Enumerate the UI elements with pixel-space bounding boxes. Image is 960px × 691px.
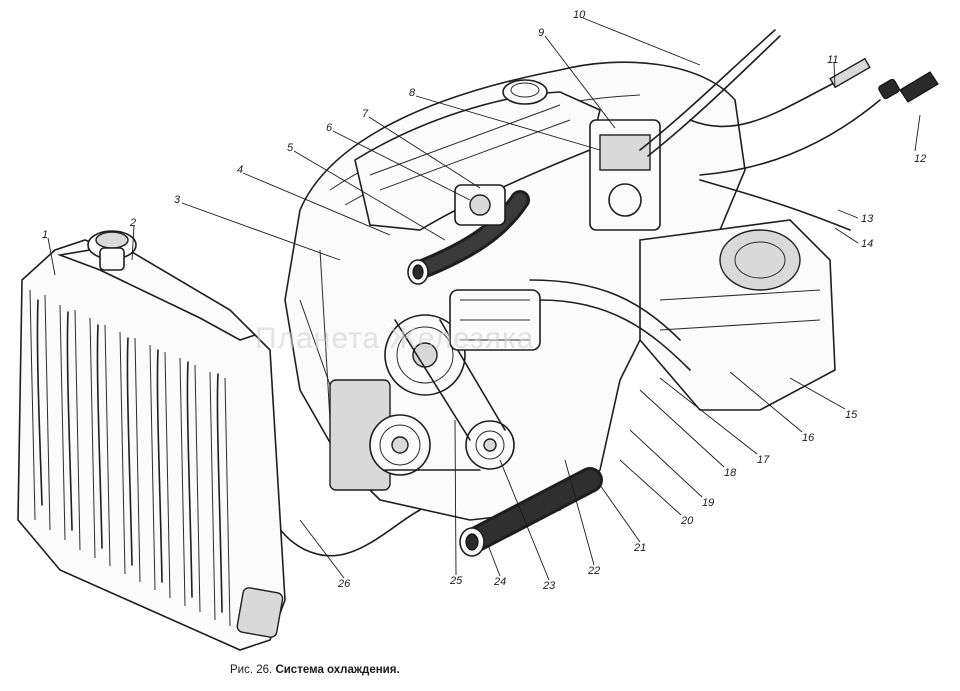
- callout-12: 12: [914, 153, 926, 165]
- radiator-cap: [87, 230, 137, 271]
- callout-25: 25: [449, 575, 463, 587]
- crank-pulley: [369, 414, 431, 476]
- callout-7: 7: [362, 108, 369, 120]
- carburetor: [589, 119, 661, 231]
- callout-13: 13: [861, 213, 874, 225]
- oil-filler-cap: [502, 79, 548, 105]
- water-pump: [449, 289, 541, 351]
- callout-5: 5: [287, 142, 294, 154]
- radiator-core-tubes: [36, 299, 223, 613]
- watermark: Планета Железяка: [255, 322, 534, 355]
- callout-16: 16: [802, 432, 815, 444]
- radiator-fins: [29, 289, 231, 627]
- callout-4: 4: [237, 164, 243, 176]
- callout-24: 24: [493, 576, 506, 588]
- thermostat-housing: [454, 184, 506, 226]
- control-cables: [689, 57, 939, 231]
- radiator: [17, 239, 286, 651]
- leader-lines: [47, 17, 921, 581]
- callout-21: 21: [633, 542, 646, 554]
- callout-18: 18: [724, 467, 737, 479]
- lower-hose: [459, 467, 603, 557]
- callout-23: 23: [542, 580, 556, 592]
- upper-hose: [407, 190, 530, 285]
- callout-numbers: 1 2 3 4 5 6 7 8 9 10 11 12 13 14 15 16 1…: [42, 9, 926, 592]
- gearbox: [639, 219, 836, 411]
- callout-22: 22: [587, 565, 600, 577]
- caption-prefix: Рис. 26.: [230, 664, 273, 676]
- callout-20: 20: [680, 515, 694, 527]
- callout-6: 6: [326, 122, 333, 134]
- callout-14: 14: [861, 238, 873, 250]
- figure-caption: Рис. 26. Система охлаждения.: [230, 664, 400, 676]
- callout-2: 2: [129, 217, 136, 229]
- dipstick-tube: [639, 29, 776, 151]
- callout-17: 17: [757, 454, 770, 466]
- callout-15: 15: [845, 409, 858, 421]
- callout-11: 11: [827, 54, 838, 66]
- callout-19: 19: [702, 497, 714, 509]
- callout-3: 3: [174, 194, 181, 206]
- heater-hose-upper: [529, 279, 681, 341]
- callout-26: 26: [337, 578, 351, 590]
- callout-1: 1: [42, 229, 48, 241]
- callout-10: 10: [573, 9, 586, 21]
- callout-9: 9: [538, 27, 544, 39]
- callout-8: 8: [409, 87, 416, 99]
- caption-title: Система охлаждения.: [275, 664, 400, 676]
- generator-pulley: [465, 420, 515, 470]
